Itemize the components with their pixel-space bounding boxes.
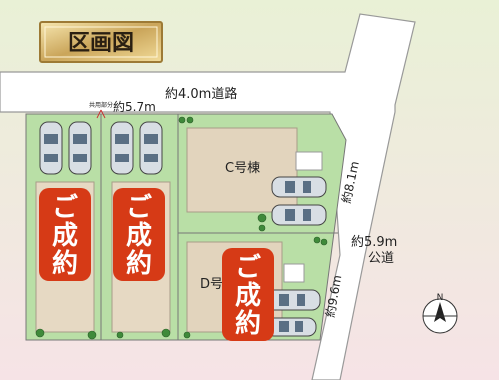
frontage-d-label: 約9.6m xyxy=(322,274,344,319)
sold-stamp-char: 成 xyxy=(235,281,261,311)
building-c-label: C号棟 xyxy=(225,161,260,176)
right-road-width-label: 約5.9m xyxy=(351,235,397,250)
car-icon xyxy=(271,204,327,226)
frontage-left-label: 約5.7m xyxy=(113,99,156,114)
parking-cars-ab xyxy=(39,121,163,175)
unit-d-box xyxy=(283,263,305,283)
sold-stamp-char: 成 xyxy=(126,221,152,251)
building-c xyxy=(186,127,298,213)
sold-stamp-b: ご 成 約 xyxy=(113,188,165,281)
sold-stamp-char: 約 xyxy=(235,308,261,339)
sold-stamp-char: ご xyxy=(126,192,152,223)
compass-icon: N xyxy=(422,293,458,334)
right-road-type-label: 公道 xyxy=(368,251,394,266)
unit-c-box xyxy=(295,151,323,171)
car-icon xyxy=(39,121,63,175)
car-icon xyxy=(265,289,321,311)
title-plaque: 区画図 xyxy=(39,21,163,63)
sold-stamp-a: ご 成 約 xyxy=(39,188,91,281)
shrubs xyxy=(35,116,328,340)
parking-cars-c xyxy=(271,176,327,226)
sold-stamp-char: 約 xyxy=(52,248,78,279)
building-d-label: D号 xyxy=(200,277,223,292)
shared-portion-marker: 共用部分 xyxy=(89,101,113,119)
road-area xyxy=(0,13,416,380)
top-road-label: 約4.0m道路 xyxy=(165,86,237,102)
sold-stamp-char: ご xyxy=(235,252,261,283)
sold-stamp-char: ご xyxy=(52,192,78,223)
page-title: 区画図 xyxy=(68,30,134,56)
car-icon xyxy=(271,176,327,198)
north-label: N xyxy=(437,293,444,303)
car-icon xyxy=(68,121,92,175)
shared-portion-label: 共用部分 xyxy=(89,101,113,109)
sold-stamp-char: 成 xyxy=(52,221,78,251)
car-icon xyxy=(110,121,134,175)
sold-stamp-char: 約 xyxy=(126,248,152,279)
parking-cars-d xyxy=(265,289,321,337)
car-icon xyxy=(139,121,163,175)
sold-stamp-d: ご 成 約 xyxy=(222,248,274,341)
